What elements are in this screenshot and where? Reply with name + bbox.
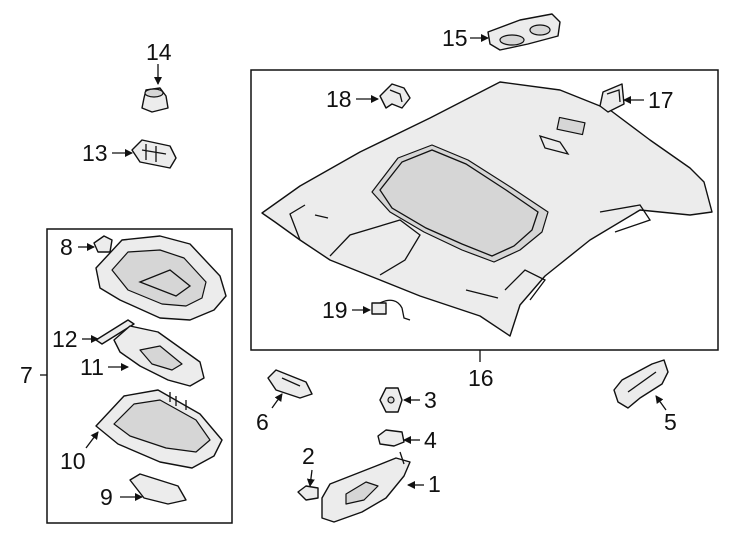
part-3-bracket	[379, 387, 403, 413]
callout-16: 16	[468, 365, 494, 391]
part-18-clip	[379, 83, 411, 109]
callout-12: 12	[52, 326, 78, 352]
leader-10	[85, 431, 99, 449]
callout-11: 11	[80, 354, 104, 380]
console-group-box	[46, 228, 233, 524]
callout-7: 7	[20, 362, 33, 388]
leader-6	[271, 393, 283, 409]
part-7-housing	[95, 235, 227, 321]
callout-10: 10	[60, 448, 86, 474]
callout-9: 9	[100, 484, 113, 510]
headliner-panel	[261, 81, 713, 337]
part-11-cover	[113, 325, 205, 387]
part-12-lens	[95, 319, 135, 345]
part-6-lamp	[267, 369, 313, 399]
part-5-grab-handle	[613, 359, 669, 409]
callout-15: 15	[442, 25, 468, 51]
part-1-sun-visor	[321, 451, 411, 523]
part-13-clip	[131, 139, 177, 169]
callout-3: 3	[424, 387, 437, 413]
headliner-group-box	[250, 69, 719, 351]
callout-14: 14	[146, 39, 172, 65]
part-19-harness	[371, 299, 411, 321]
part-2-clip	[297, 485, 319, 501]
part-9-bulb	[129, 473, 187, 505]
callout-4: 4	[424, 427, 437, 453]
part-4-clip	[377, 429, 405, 447]
part-14-nut	[141, 87, 169, 113]
part-17-clip	[599, 83, 625, 113]
leader-2	[306, 469, 315, 487]
part-15-console	[487, 13, 561, 51]
callout-17: 17	[648, 87, 674, 113]
part-8-clip	[93, 235, 113, 253]
callout-18: 18	[326, 86, 352, 112]
callout-2: 2	[302, 443, 315, 469]
callout-6: 6	[256, 409, 269, 435]
callout-13: 13	[82, 140, 108, 166]
callout-19: 19	[322, 297, 348, 323]
callout-8: 8	[60, 234, 73, 260]
leader-5	[655, 395, 667, 411]
callout-1: 1	[428, 471, 441, 497]
callout-5: 5	[664, 409, 677, 435]
part-10-bezel	[95, 389, 223, 469]
